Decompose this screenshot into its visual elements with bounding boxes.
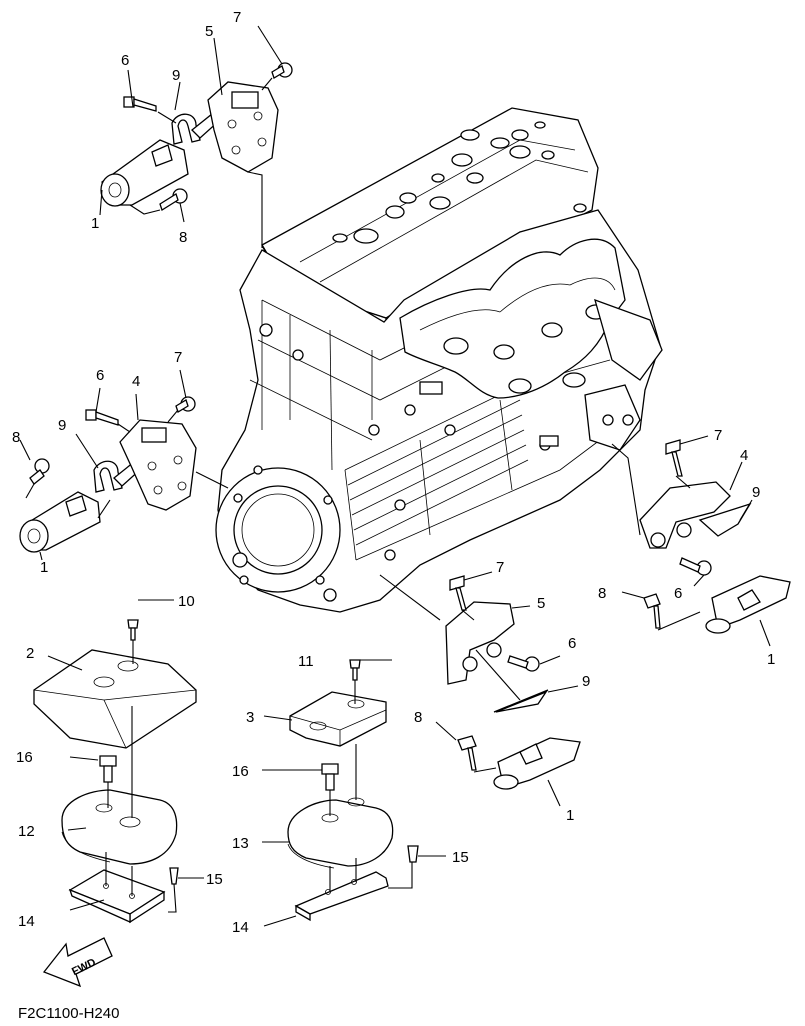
callout-2: 2: [26, 645, 34, 662]
callout-4-right: 4: [740, 447, 748, 464]
bolt-6-bottom: [507, 655, 540, 672]
bolt-6-left: [85, 409, 119, 426]
callout-8-right: 8: [598, 585, 606, 602]
callout-7-top: 7: [233, 9, 241, 26]
callout-7-right: 7: [714, 427, 722, 444]
callout-14-right: 14: [232, 919, 249, 936]
callout-12: 12: [18, 823, 35, 840]
bolt-7-top: [271, 62, 293, 79]
mount-assembly-left: [19, 369, 229, 561]
bolt-8-right: [643, 593, 661, 629]
callout-16-right: 16: [232, 763, 249, 780]
callout-16-left: 16: [16, 749, 33, 766]
callout-15-right: 15: [452, 849, 469, 866]
callout-8-bottom: 8: [414, 709, 422, 726]
callout-8-top: 8: [179, 229, 187, 246]
callout-1-right: 1: [767, 651, 775, 668]
callout-6-top: 6: [121, 52, 129, 69]
callout-labels: 1 5 7 6 9 8 6 4 7 8 9 1 7 4 9 6 8 1 7 5 …: [12, 9, 775, 936]
bolt-8-top: [159, 188, 188, 211]
callout-14-left: 14: [18, 913, 35, 930]
callout-4-left: 4: [132, 373, 140, 390]
bolt-8-bottom: [457, 735, 477, 771]
callout-6-left: 6: [96, 367, 104, 384]
bolt-8-left: [29, 458, 50, 485]
callout-8-left: 8: [12, 429, 20, 446]
bed-mount-stack-right: [262, 659, 446, 927]
bolt-7-left: [175, 396, 196, 413]
callout-9-bottom: 9: [582, 673, 590, 690]
callout-9-top: 9: [172, 67, 180, 84]
mount-assembly-bottom: [379, 571, 581, 807]
bolt-7-right: [665, 439, 683, 477]
callout-1-left: 1: [40, 559, 48, 576]
callout-3: 3: [246, 709, 254, 726]
callout-5-top: 5: [205, 23, 213, 40]
callout-11: 11: [298, 653, 314, 670]
fwd-arrow-icon: FWD: [42, 937, 113, 988]
mount-assembly-right: [611, 435, 791, 647]
callout-7-left: 7: [174, 349, 182, 366]
callout-1-top: 1: [91, 215, 99, 232]
bolt-7-bottom: [449, 575, 467, 611]
callout-13: 13: [232, 835, 249, 852]
callout-10: 10: [178, 593, 195, 610]
mount-assembly-top: [99, 25, 293, 248]
callout-9-left: 9: [58, 417, 66, 434]
callout-15-left: 15: [206, 871, 223, 888]
callout-7-bottom: 7: [496, 559, 504, 576]
bolt-6-top: [123, 96, 157, 112]
engine-block: [215, 107, 663, 613]
callout-1-bottom: 1: [566, 807, 574, 824]
bolt-6-right: [679, 557, 712, 576]
figure-code: F2C1100-H240: [18, 1005, 119, 1022]
callout-5-bottom: 5: [537, 595, 545, 612]
callout-6-right: 6: [674, 585, 682, 602]
callout-6-bottom: 6: [568, 635, 576, 652]
callout-9-right: 9: [752, 484, 760, 501]
bed-mount-stack-left: [33, 599, 204, 924]
